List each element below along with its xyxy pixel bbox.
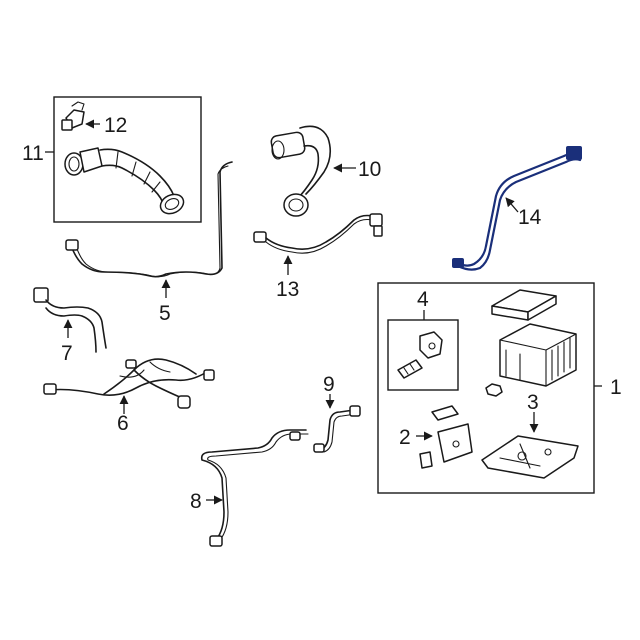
callout-7: 7 [61,342,73,365]
part-13-line [253,213,383,275]
callout-8: 8 [190,490,202,513]
callout-4: 4 [417,288,429,311]
callout-5: 5 [159,302,171,325]
callout-11: 11 [22,142,44,165]
part-11-group-box [45,96,202,223]
part-1-group-box [377,282,602,494]
callout-10: 10 [358,158,381,181]
callout-9: 9 [323,373,335,396]
part-6-harness [43,358,215,414]
part-12-sensor [61,101,100,131]
part-3-bracket [481,412,579,479]
part-4-group-box [387,310,459,391]
part-5-line [65,161,233,298]
callout-3: 3 [527,391,539,414]
callout-12: 12 [104,114,127,137]
part-canister [485,289,577,397]
part-7-hose [33,287,107,353]
callout-13: 13 [276,278,299,301]
part-14-line [452,146,582,271]
part-11-hose [64,147,185,215]
callout-1: 1 [610,376,622,399]
callout-6: 6 [117,412,129,435]
callout-14: 14 [518,206,542,229]
part-2-bracket [416,405,473,469]
part-8-line [200,429,309,547]
part-10-hose [270,125,356,217]
part-9-line [313,394,361,453]
callout-2: 2 [399,426,411,449]
